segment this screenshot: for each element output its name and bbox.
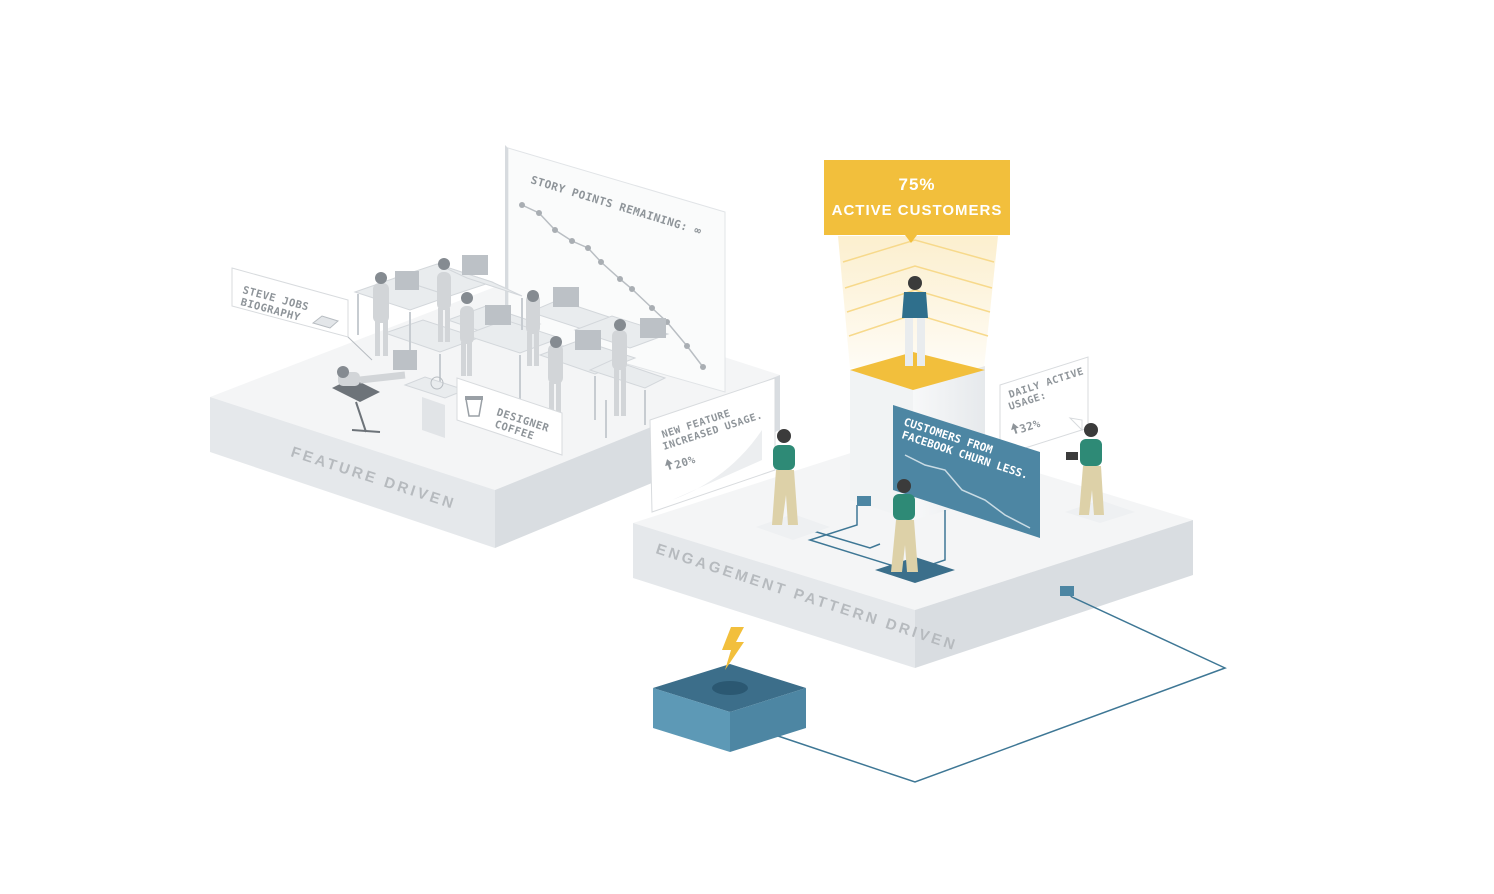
arrow-up-icon-2 [1011,423,1019,434]
office-desk-legs [357,294,646,438]
book-icon [311,315,340,329]
power-box [653,664,806,752]
office-monitors [393,255,666,370]
coffee-cup-icon [465,396,483,417]
new-feature-note: NEW FEATURE INCREASED USAGE. 20% [649,377,776,513]
analyst-figure-center [891,479,918,572]
churn-curve [904,454,1031,529]
burndown-line [521,204,704,368]
customer-figure-top [902,276,928,366]
floor-socket [857,496,871,506]
active-customers-percent: 75% [898,175,935,194]
platform-socket [1060,586,1074,596]
active-customers-banner: 75% ACTIVE CUSTOMERS [824,160,1010,243]
office-people [373,258,627,432]
designer-coffee-note: DESIGNER COFFEE [430,376,563,456]
arrow-up-icon [665,459,673,470]
daily-active-stat: 32% [1018,417,1042,436]
tablet-icon [1066,452,1078,460]
lightning-bolt-icon [722,627,744,670]
analyst-figure-left [772,429,798,525]
active-customers-label: ACTIVE CUSTOMERS [832,202,1003,219]
daily-active-note: DAILY ACTIVE USAGE: 32% [999,356,1089,457]
analyst-figure-right [1066,423,1104,515]
new-feature-stat: 20% [673,453,697,472]
usage-growth-curve [672,430,762,500]
platform-wiring [807,505,946,569]
reclining-person [332,366,467,438]
